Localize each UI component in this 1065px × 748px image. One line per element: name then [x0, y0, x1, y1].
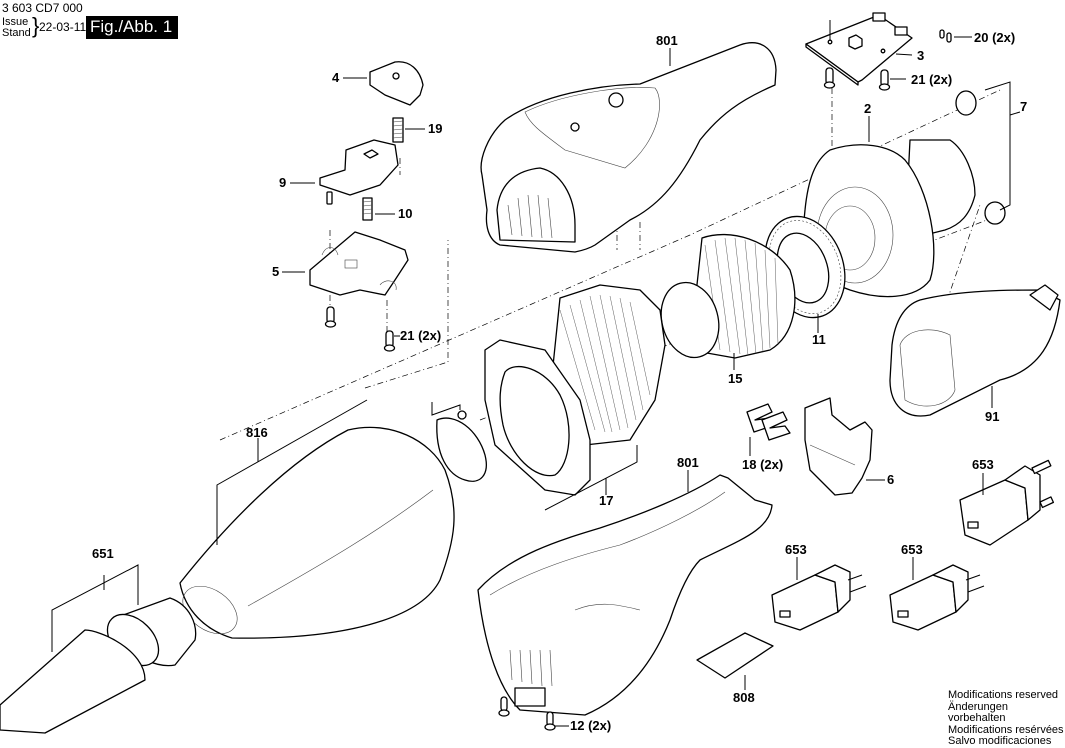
part-18-clips[interactable] — [746, 403, 791, 456]
issue-label-de: Stand — [2, 27, 31, 39]
label-2[interactable]: 2 — [864, 101, 872, 116]
notice-de: Änderungen vorbehalten — [948, 700, 1008, 724]
label-91[interactable]: 91 — [985, 409, 1000, 424]
drawing-number: 3 603 CD7 000 — [2, 1, 83, 15]
figure-label: Fig./Abb. 1 — [86, 16, 179, 39]
part-3-circuit-board[interactable] — [805, 12, 913, 86]
label-6[interactable]: 6 — [887, 472, 895, 487]
label-17[interactable]: 17 — [599, 493, 614, 508]
part-653-charger-eu-1[interactable] — [771, 557, 867, 631]
label-653-eu2[interactable]: 653 — [901, 542, 923, 557]
notice-en: Modifications reserved — [948, 689, 1059, 701]
label-801-top[interactable]: 801 — [656, 33, 678, 48]
label-21-mid[interactable]: 21 (2x) — [400, 328, 442, 343]
part-12-screws[interactable] — [498, 696, 569, 731]
part-7-buffers[interactable] — [955, 81, 1021, 225]
label-653-uk[interactable]: 653 — [972, 457, 994, 472]
part-19-spring[interactable] — [392, 117, 425, 143]
part-21-screws-mid[interactable] — [324, 306, 401, 352]
label-12[interactable]: 12 (2x) — [570, 718, 612, 733]
issue-date: 22-03-11 — [39, 20, 87, 34]
part-2-motor[interactable] — [803, 116, 976, 298]
label-801-bottom[interactable]: 801 — [677, 455, 699, 470]
part-17-filter-frame[interactable] — [431, 284, 666, 511]
part-816-dust-container[interactable] — [174, 399, 455, 644]
label-9[interactable]: 9 — [279, 175, 287, 190]
part-15-pleated-filter[interactable] — [653, 233, 796, 370]
label-19[interactable]: 19 — [428, 121, 443, 136]
label-816[interactable]: 816 — [246, 425, 268, 440]
label-11[interactable]: 11 — [812, 332, 826, 347]
modifications-notice: Modifications reserved Änderungen vorbeh… — [948, 689, 1065, 748]
part-21-screws-top[interactable] — [823, 67, 907, 91]
part-801-lower-housing[interactable] — [477, 470, 773, 716]
label-3[interactable]: 3 — [917, 48, 925, 63]
label-10[interactable]: 10 — [398, 206, 413, 221]
issue-label-en: Issue — [2, 16, 29, 28]
label-653-eu1[interactable]: 653 — [785, 542, 807, 557]
label-20[interactable]: 20 (2x) — [974, 30, 1016, 45]
issue-label: Issue Stand — [2, 17, 31, 39]
part-5-button-holder[interactable] — [282, 231, 409, 296]
part-20-pins[interactable] — [939, 29, 972, 43]
notice-fr: Modifications resérvées — [948, 723, 1064, 736]
label-4[interactable]: 4 — [332, 70, 340, 85]
part-653-charger-eu-2[interactable] — [889, 557, 985, 631]
label-21-top[interactable]: 21 (2x) — [911, 72, 953, 87]
part-4-button-cap[interactable] — [343, 61, 424, 106]
part-6-cover[interactable] — [804, 397, 885, 496]
notice-es: Salvo modificaciones — [948, 735, 1052, 747]
brace-glyph: } — [32, 13, 40, 38]
part-9-slide-button[interactable] — [290, 139, 399, 205]
part-808-type-plate[interactable] — [696, 632, 774, 690]
part-801-upper-housing[interactable] — [480, 42, 777, 253]
part-91-battery[interactable] — [889, 284, 1061, 417]
label-18[interactable]: 18 (2x) — [742, 457, 784, 472]
label-651[interactable]: 651 — [92, 546, 114, 561]
label-5[interactable]: 5 — [272, 264, 280, 279]
label-15[interactable]: 15 — [728, 371, 743, 386]
label-7[interactable]: 7 — [1020, 99, 1028, 114]
part-653-charger-uk[interactable] — [959, 459, 1055, 546]
part-651-nozzle-set[interactable] — [0, 564, 197, 734]
part-10-spring[interactable] — [362, 197, 395, 221]
label-808[interactable]: 808 — [733, 690, 755, 705]
